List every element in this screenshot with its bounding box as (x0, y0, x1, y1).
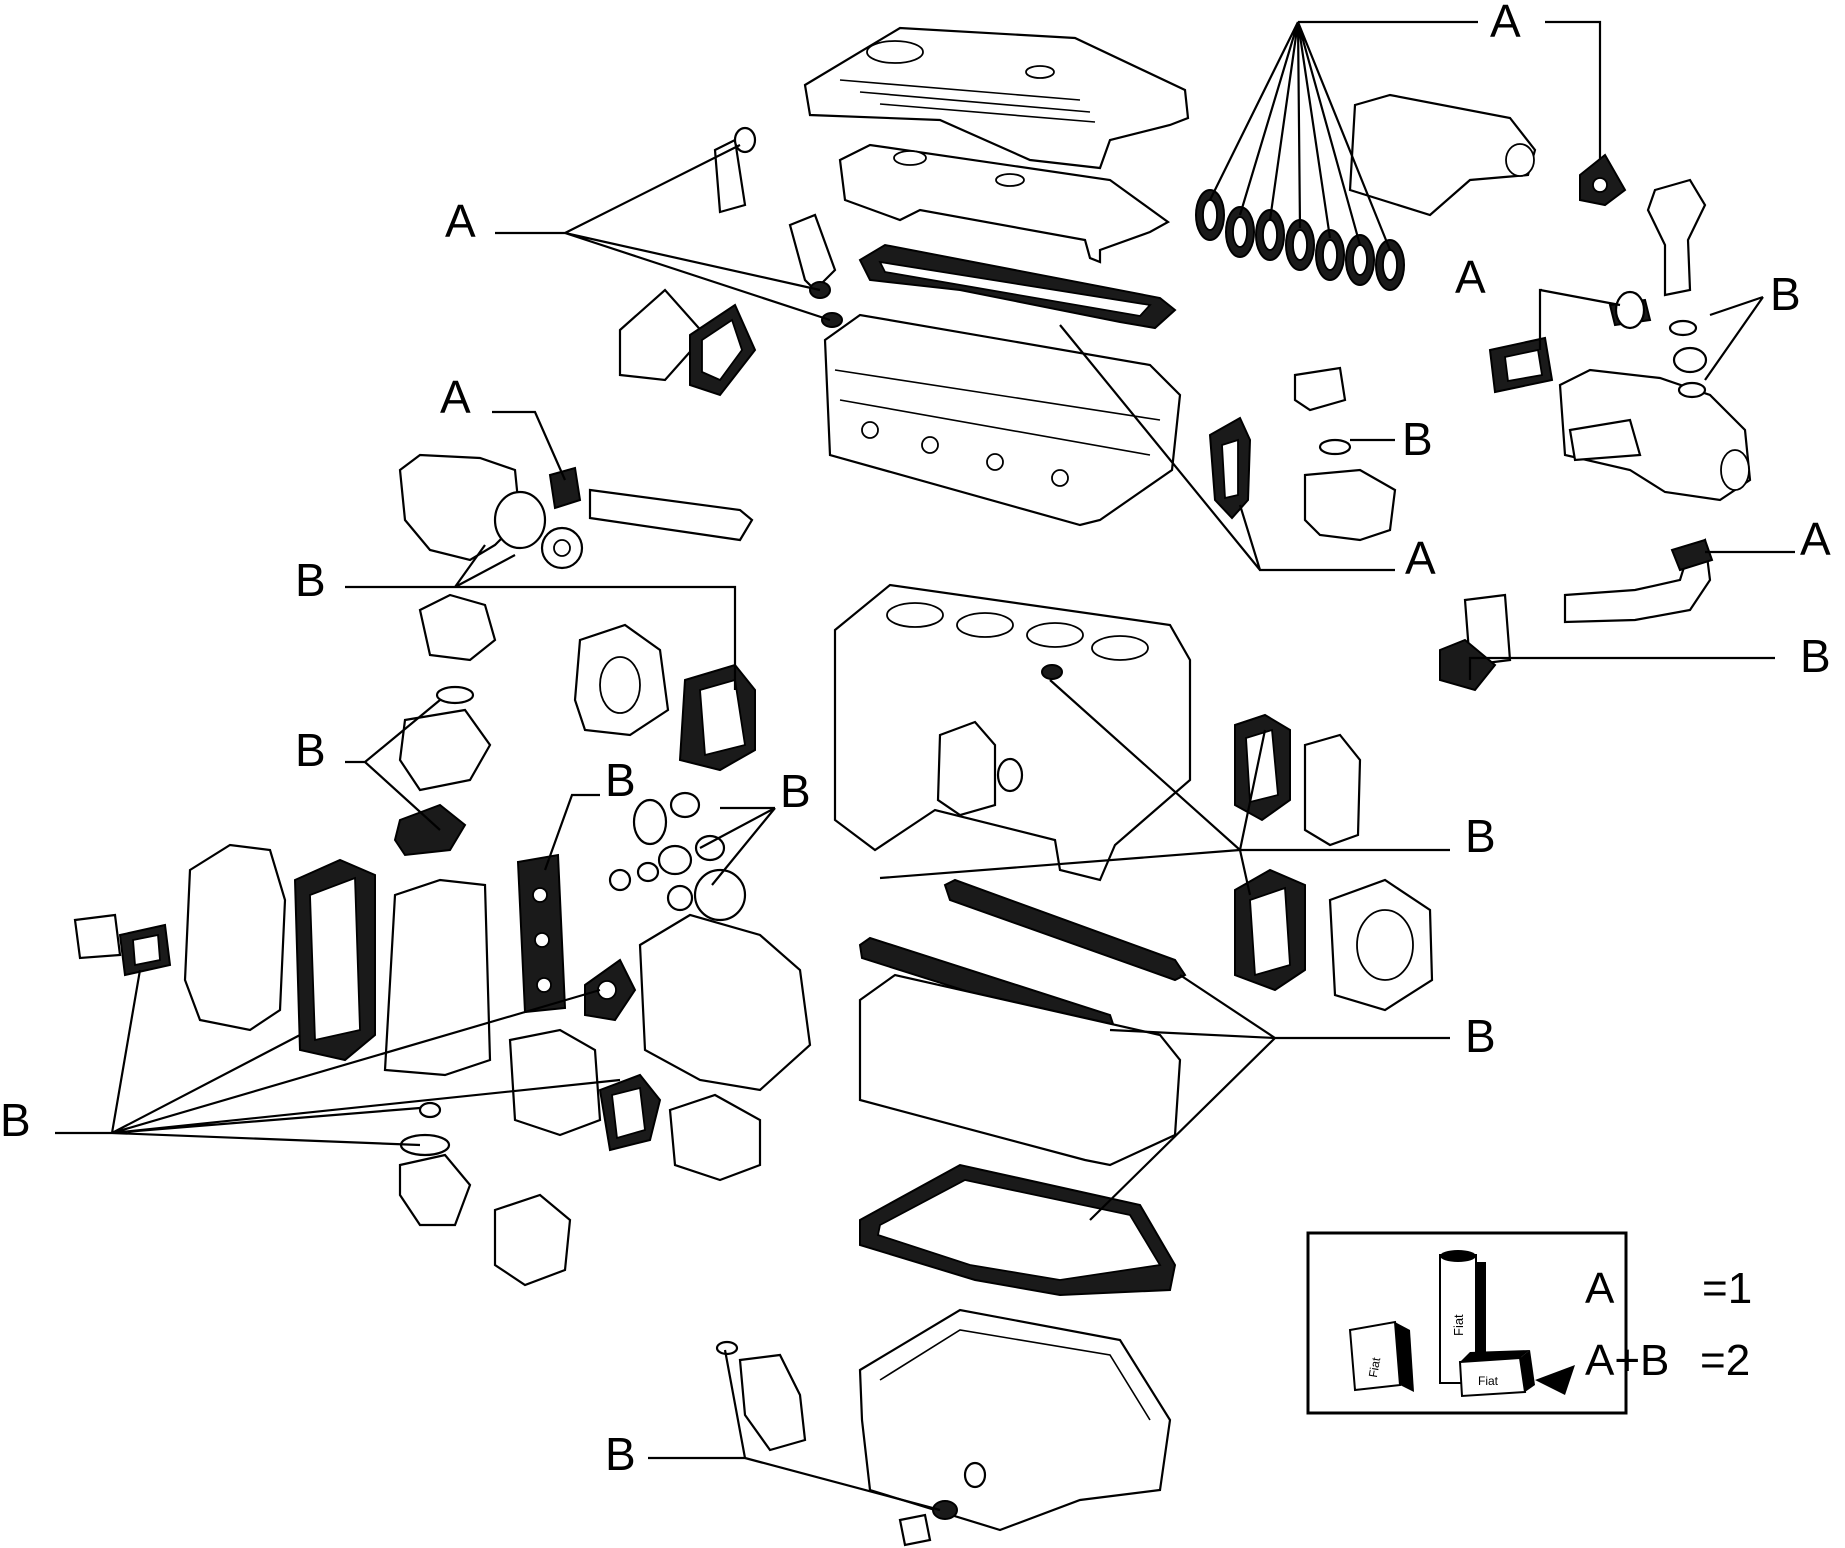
injection-pump-lower (638, 868, 812, 1092)
exhaust-manifold (1348, 93, 1537, 217)
oil-return-gasket-top (1670, 538, 1714, 572)
cam-carrier (838, 143, 1171, 264)
oil-pickup (738, 1353, 807, 1452)
turbo-oring-bottom (1677, 381, 1707, 399)
oil-filter (493, 1193, 572, 1287)
callout-b-housing-oring: B (295, 724, 326, 776)
callout-b-rear-plate: B (605, 754, 636, 806)
rear-seal-housing-bore (1356, 909, 1414, 981)
bushing-seal-group (608, 791, 726, 912)
cylinder-head (823, 313, 1182, 527)
pump-flange-gasket-hole (597, 980, 617, 1000)
callout-b-water-outlet: B (1402, 413, 1433, 465)
turbo-spacer (1672, 346, 1708, 374)
legend-value-ab: =2 (1700, 1336, 1750, 1385)
thermostat-lower (398, 1153, 472, 1227)
injector (788, 213, 837, 292)
pump-adapter (398, 708, 492, 792)
leader-lines (55, 20, 1795, 1512)
lower-crankcase (858, 973, 1182, 1167)
fiat-box-left-icon: Fiat (1348, 1320, 1414, 1392)
callout-a-top-left: A (445, 195, 476, 247)
callout-b-seal-group: B (780, 765, 811, 817)
thermostat-housing (1303, 468, 1397, 542)
oil-pump-body (383, 878, 492, 1077)
head-cover-gasket-inner (878, 260, 1152, 317)
small-plate-gasket-inner (132, 933, 161, 967)
turbo-oring-top (1668, 319, 1698, 337)
legend-label-a: A (1585, 1264, 1615, 1313)
small-plate-left (73, 913, 122, 960)
crankcase-strip-upper (943, 878, 1187, 982)
callout-b-left-group: B (0, 1094, 31, 1146)
oil-return-gasket-bottom (1439, 638, 1497, 692)
vacuum-pump-plate (508, 1028, 602, 1137)
turbo-elbow-pipe (1646, 178, 1707, 297)
can-brand: Fiat (1451, 1314, 1466, 1336)
turbo-gasket-inner (1504, 348, 1544, 383)
callout-a-top-right: A (1490, 0, 1521, 47)
rear-plate (1303, 733, 1362, 847)
callout-b-turbo-lower: B (1800, 630, 1831, 682)
callout-a-pump-gasket: A (440, 371, 471, 423)
water-outlet-cap (1293, 366, 1347, 412)
cover-plate-upper-gasket-inner (701, 318, 744, 382)
callout-a-head-gasket: A (1405, 532, 1436, 584)
injection-pump-upper (398, 453, 754, 570)
turbo-fitting (1614, 290, 1646, 330)
timing-cover-gasket-inner (699, 678, 747, 757)
vacuum-pump-gasket-inner (611, 1086, 646, 1140)
strip-gasket-hole-1 (532, 887, 548, 903)
callout-b-front-cover: B (1465, 1010, 1496, 1062)
front-cover-large (183, 843, 287, 1032)
box-brand-right: Fiat (1478, 1374, 1499, 1388)
injector-seal-lower (821, 312, 843, 328)
small-oring-left (418, 1101, 442, 1119)
legend-box: Fiat Fiat Fiat A =1 A+B =2 (1306, 1231, 1752, 1415)
timing-cover-hole (599, 656, 641, 714)
turbo-flange-gasket-hole (1592, 177, 1608, 193)
strip-gasket-hole-2 (534, 932, 550, 948)
fiat-box-right-icon: Fiat (1458, 1350, 1575, 1398)
callout-a-manifold: A (1455, 251, 1486, 303)
legend-value-a: =1 (1702, 1264, 1752, 1313)
callout-b-block-covers: B (1465, 810, 1496, 862)
rocker-cover (803, 26, 1190, 170)
drain-plug (898, 1513, 932, 1547)
fiat-can-icon: Fiat (1439, 1250, 1486, 1384)
manifold-gaskets (1195, 189, 1405, 291)
rear-plate-gasket-lower-inner (1249, 886, 1291, 977)
head-side-gasket-inner (1221, 438, 1239, 500)
callout-b-drain-plug: B (605, 1428, 636, 1480)
callout-b-pump-oring: B (295, 554, 326, 606)
fuel-pump-small (418, 593, 497, 662)
engine-block (833, 583, 1192, 882)
injector-sleeve (733, 126, 757, 154)
legend-label-ab: A+B (1585, 1336, 1669, 1385)
box-brand-left: Fiat (1366, 1356, 1383, 1379)
oil-pan-gasket-inner (876, 1179, 1162, 1281)
drain-plug-washer (932, 1500, 958, 1520)
front-cover-gasket-inner (309, 876, 361, 1042)
pump-oring (435, 685, 475, 705)
turbocharger (1558, 368, 1752, 502)
callout-a-turbo: A (1800, 513, 1831, 565)
callout-b-turbo-upper: B (1770, 268, 1801, 320)
pump-adapter-gasket (393, 803, 467, 857)
cover-plate-upper (618, 288, 707, 382)
vacuum-pump (668, 1093, 762, 1182)
strip-gasket-hole-3 (536, 977, 552, 993)
injector-bolt (713, 138, 747, 214)
oil-pan (858, 1308, 1172, 1532)
callout-labels: A A A B B A A B A B B B B B B B B (0, 0, 1831, 1480)
drain-oring (715, 1340, 739, 1356)
water-outlet-oring (1318, 438, 1352, 456)
